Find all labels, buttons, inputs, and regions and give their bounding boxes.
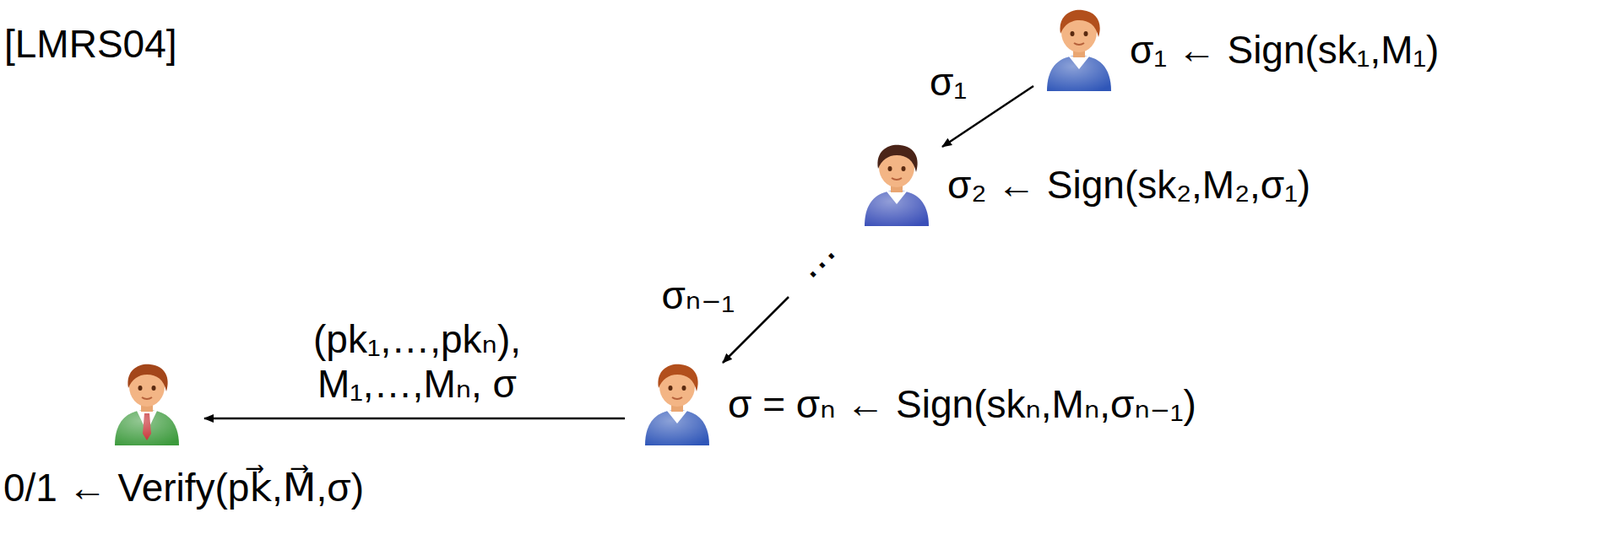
ellipsis-dots: ⋯ xyxy=(790,233,853,296)
formula-text: σ = σₙ ← Sign(skₙ,Mₙ,σₙ₋₁) xyxy=(727,382,1197,428)
edge-label: (pk₁,…,pkₙ), M₁,…,Mₙ, σ xyxy=(262,317,572,407)
signature-arrow xyxy=(722,231,855,364)
formula-text: σ₂ ← Sign(sk₂,M₂,σ₁) xyxy=(947,162,1311,208)
person-icon xyxy=(638,361,716,448)
formula-text: σ₁ ← Sign(sk₁,M₁) xyxy=(1129,27,1439,73)
signer-node: σ₁ ← Sign(sk₁,M₁) xyxy=(1040,6,1439,93)
signer-node: σ = σₙ ← Sign(skₙ,Mₙ,σₙ₋₁) xyxy=(638,361,1197,448)
person-icon xyxy=(108,361,186,448)
citation-label: [LMRS04] xyxy=(1,21,180,67)
signature-arrow xyxy=(204,417,625,421)
edge-label: σ₁ xyxy=(927,59,970,105)
edge-label: σₙ₋₁ xyxy=(658,273,738,319)
signer-node: σ₂ ← Sign(sk₂,M₂,σ₁) xyxy=(857,141,1311,228)
person-icon xyxy=(1040,6,1118,93)
formula-text: 0/1 ← Verify(pk⃗,M⃗,σ) xyxy=(3,466,364,511)
person-icon xyxy=(857,141,936,228)
signer-node: 0/1 ← Verify(pk⃗,M⃗,σ) xyxy=(3,361,364,511)
